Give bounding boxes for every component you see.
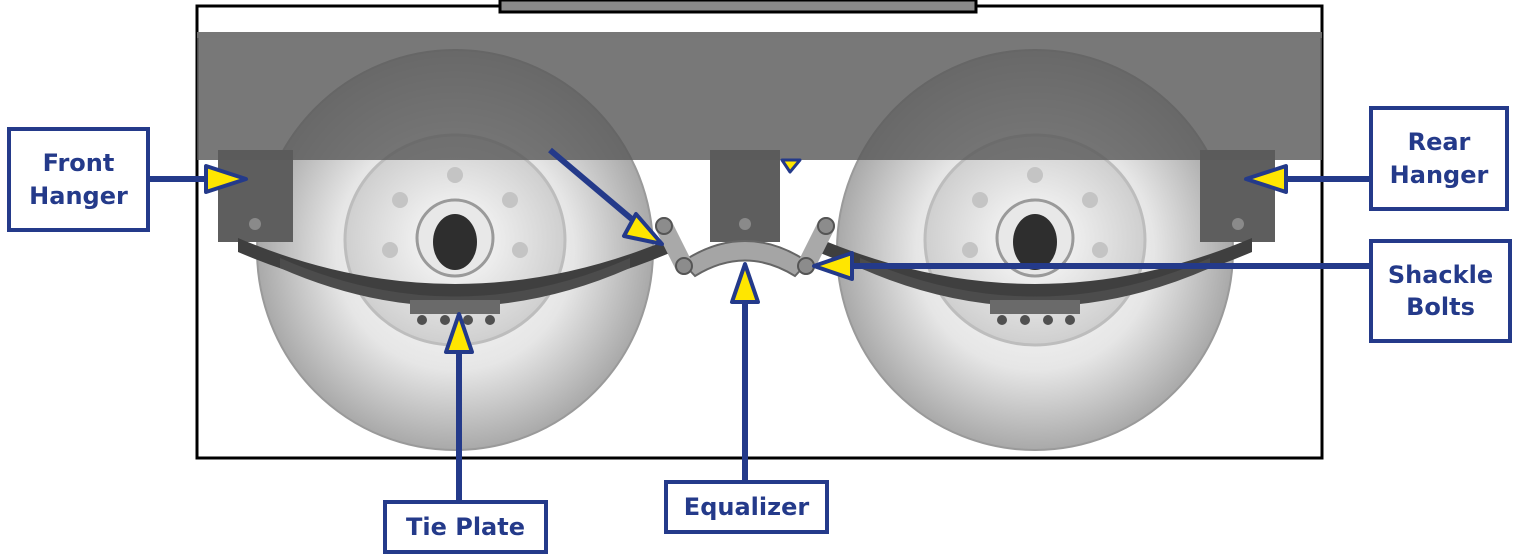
rear-hanger-label: Rear Hanger (1369, 106, 1509, 211)
rear-axle (1013, 214, 1057, 270)
front-axle (433, 214, 477, 270)
front-tie-plate (410, 300, 500, 314)
equalizer-label: Equalizer (664, 480, 829, 534)
tie-plate-arrow (444, 312, 474, 502)
top-tab (498, 0, 978, 14)
center-partial-arrow (780, 158, 802, 174)
front-hanger-label: Front Hanger (7, 127, 150, 232)
shackle-bolts-arrow (812, 251, 1372, 281)
front-shackle (655, 217, 693, 275)
equalizer-arrow (730, 262, 760, 482)
shackle-bolts-label: Shackle Bolts (1369, 239, 1512, 343)
rear-hanger-arrow (1244, 164, 1372, 194)
shackle-bolts-arrow-left (548, 147, 664, 246)
rear-shackle (797, 217, 835, 275)
frame-rail (197, 32, 1322, 160)
rear-tie-plate (990, 300, 1080, 314)
tie-plate-label: Tie Plate (383, 500, 548, 554)
front-hanger-arrow (148, 164, 248, 194)
